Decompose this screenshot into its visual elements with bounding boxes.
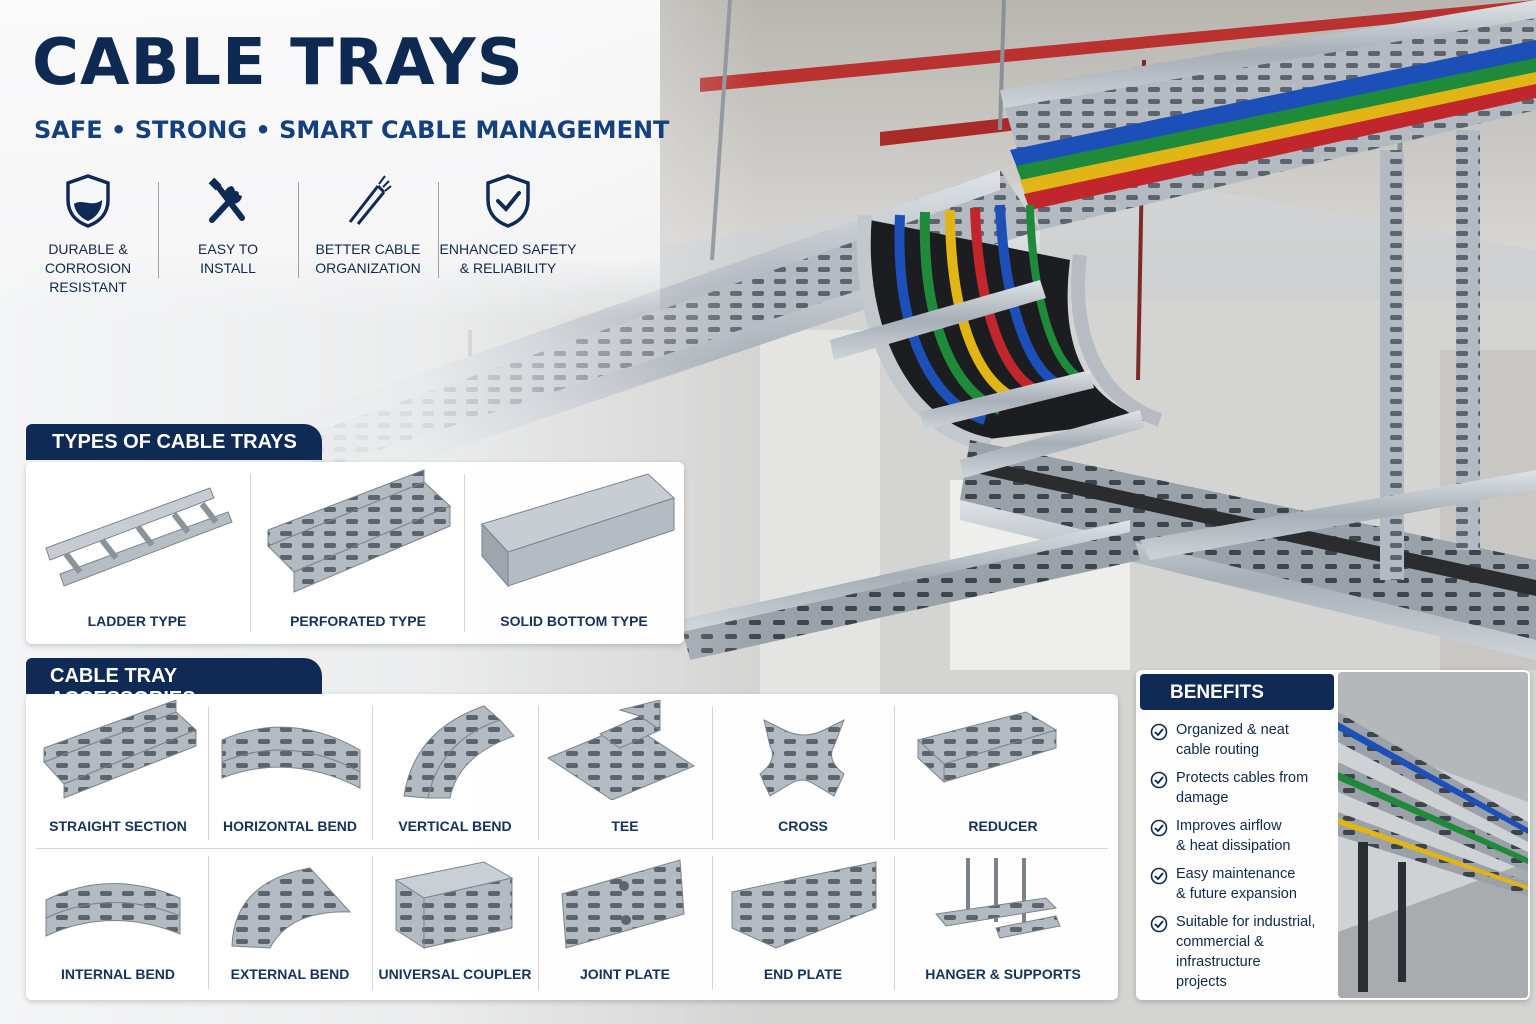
accessory-joint-plate[interactable]: JOINT PLATE [540, 852, 710, 994]
feature-label: DURABLE & CORROSION RESISTANT [44, 241, 132, 295]
feature-safety: ENHANCED SAFETY & RELIABILITY [438, 172, 578, 302]
accessory-label: STRAIGHT SECTION [49, 818, 187, 834]
benefits-list: Organized & neat cable routing Protects … [1148, 720, 1334, 1000]
accessory-internal-bend[interactable]: INTERNAL BEND [30, 852, 206, 994]
benefit-text: Protects cables from damage [1176, 770, 1309, 806]
horizontal-bend-icon [221, 726, 361, 789]
accessory-label: HANGER & SUPPORTS [925, 966, 1081, 982]
divider [464, 474, 465, 632]
accessory-hanger-supports[interactable]: HANGER & SUPPORTS [896, 852, 1110, 994]
reducer-icon [916, 711, 1058, 784]
vertical-bend-icon [403, 705, 515, 799]
external-bend-icon [231, 867, 352, 949]
check-circle-icon [1150, 867, 1168, 885]
divider [712, 706, 713, 840]
accessories-heading: CABLE TRAY ACCESSORIES [26, 658, 322, 710]
accessory-label: INTERNAL BEND [60, 966, 176, 982]
benefit-item: Improves airflow & heat dissipation [1148, 816, 1334, 856]
tray-type-label: SOLID BOTTOM TYPE [500, 613, 648, 629]
cross-icon [759, 718, 845, 797]
accessory-label: VERTICAL BEND [398, 818, 512, 834]
accessory-end-plate[interactable]: END PLATE [714, 852, 892, 994]
universal-coupler-icon [394, 861, 514, 949]
divider [538, 706, 539, 840]
divider [538, 856, 539, 990]
accessory-label: TEE [611, 818, 639, 834]
benefit-item: Easy maintenance & future expansion [1148, 864, 1334, 904]
benefit-text: Organized & neat cable routing [1176, 722, 1289, 758]
ladder-tray-icon [45, 487, 233, 587]
divider [36, 848, 1108, 849]
feature-label: ENHANCED SAFETY & RELIABILITY [439, 241, 577, 276]
accessory-label: UNIVERSAL COUPLER [378, 966, 532, 982]
divider [208, 856, 209, 990]
tray-type-solid-bottom[interactable]: SOLID BOTTOM TYPE [468, 468, 680, 638]
check-circle-icon [1150, 771, 1168, 789]
check-circle-icon [1150, 915, 1168, 933]
cable-icon [348, 175, 392, 225]
divider [372, 856, 373, 990]
feature-organization: BETTER CABLE ORGANIZATION [298, 172, 438, 302]
benefit-item: Organized & neat cable routing [1148, 720, 1334, 760]
feature-list: DURABLE & CORROSION RESISTANT EASY TO IN… [18, 172, 618, 302]
feature-label: EASY TO INSTALL [198, 241, 258, 276]
accessory-tee[interactable]: TEE [540, 700, 710, 842]
tray-type-label: LADDER TYPE [87, 613, 187, 629]
tray-types-heading: TYPES OF CABLE TRAYS [26, 424, 322, 460]
accessory-external-bend[interactable]: EXTERNAL BEND [210, 852, 370, 994]
header-fade-overlay [0, 0, 660, 320]
solid-bottom-tray-icon [481, 473, 675, 588]
check-circle-icon [1150, 723, 1168, 741]
accessory-label: REDUCER [968, 818, 1038, 834]
accessory-label: CROSS [778, 818, 828, 834]
feature-durable: DURABLE & CORROSION RESISTANT [18, 172, 158, 302]
check-circle-icon [1150, 819, 1168, 837]
page-subtitle: SAFE • STRONG • SMART CABLE MANAGEMENT [34, 116, 670, 144]
accessory-label: EXTERNAL BEND [230, 966, 350, 982]
joint-plate-icon [561, 859, 685, 949]
feature-label: BETTER CABLE ORGANIZATION [315, 241, 421, 276]
accessory-label: JOINT PLATE [580, 966, 670, 982]
internal-bend-icon [45, 883, 181, 937]
benefit-text: Suitable for industrial, commercial & in… [1176, 914, 1316, 990]
hanger-supports-icon [935, 858, 1061, 939]
divider [372, 706, 373, 840]
tray-type-label: PERFORATED TYPE [290, 613, 426, 629]
accessory-label: HORIZONTAL BEND [222, 818, 358, 834]
divider [712, 856, 713, 990]
perforated-tray-icon [267, 469, 451, 593]
divider [894, 706, 895, 840]
accessory-label: END PLATE [763, 966, 843, 982]
tools-icon [208, 177, 245, 223]
accessory-vertical-bend[interactable]: VERTICAL BEND [374, 700, 536, 842]
page-title: CABLE TRAYS [32, 26, 524, 100]
benefit-text: Improves airflow & heat dissipation [1176, 818, 1291, 854]
divider [208, 706, 209, 840]
shield-check-icon [486, 174, 530, 228]
accessory-cross[interactable]: CROSS [714, 700, 892, 842]
divider [250, 474, 251, 632]
straight-section-icon [43, 700, 197, 799]
benefits-heading: BENEFITS [1140, 674, 1334, 710]
corridor-tray-photo [1338, 672, 1528, 998]
accessory-reducer[interactable]: REDUCER [896, 700, 1110, 842]
accessory-straight-section[interactable]: STRAIGHT SECTION [30, 700, 206, 842]
divider [894, 856, 895, 990]
benefit-item: Protects cables from damage [1148, 768, 1334, 808]
tray-type-ladder[interactable]: LADDER TYPE [30, 468, 244, 638]
benefit-text: Easy maintenance & future expansion [1176, 866, 1297, 902]
feature-install: EASY TO INSTALL [158, 172, 298, 302]
accessory-universal-coupler[interactable]: UNIVERSAL COUPLER [374, 852, 536, 994]
tray-type-perforated[interactable]: PERFORATED TYPE [254, 468, 462, 638]
corridor-illustration [1338, 672, 1528, 998]
benefit-item: Suitable for industrial, commercial & in… [1148, 912, 1334, 992]
tee-icon [546, 700, 696, 800]
end-plate-icon [731, 861, 877, 949]
accessory-horizontal-bend[interactable]: HORIZONTAL BEND [210, 700, 370, 842]
shield-icon [66, 174, 110, 228]
